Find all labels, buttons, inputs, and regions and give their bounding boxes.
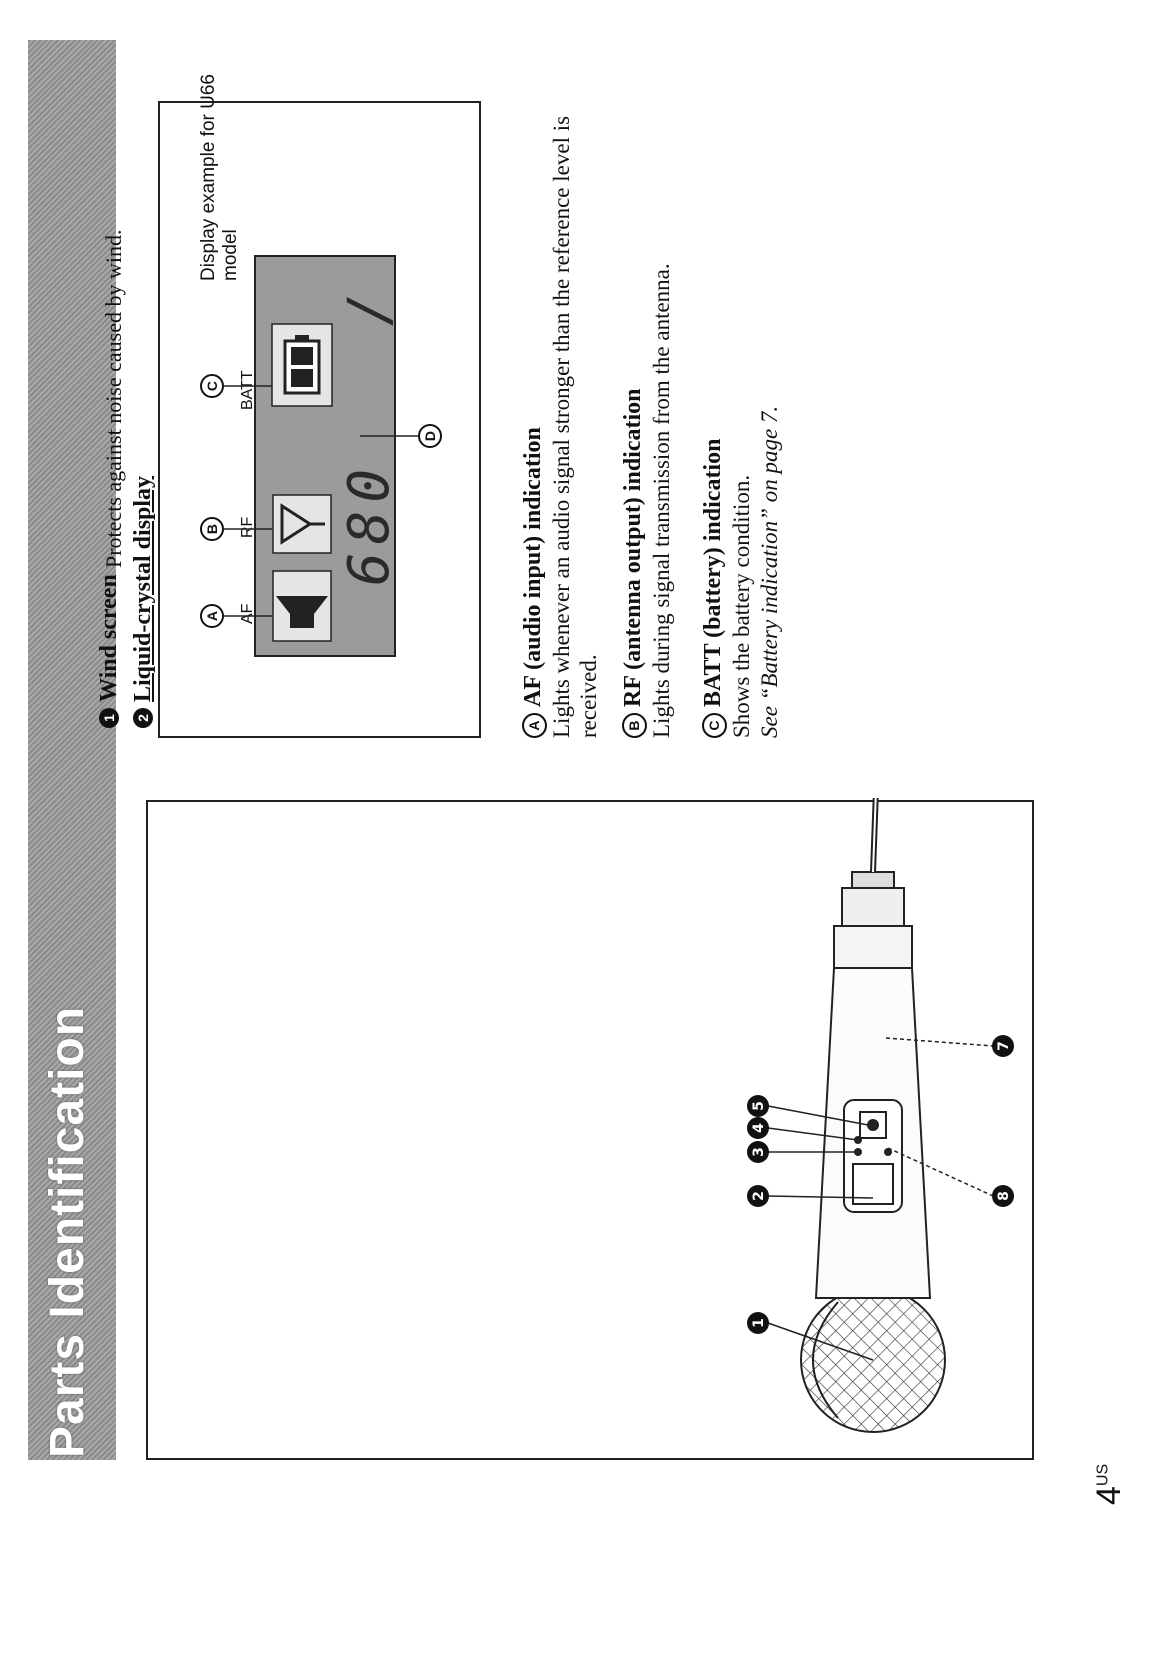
batt-label: BATT bbox=[239, 370, 256, 410]
af-indication-description: Lights whenever an audio signal stronger… bbox=[549, 115, 601, 738]
display-caption: Display example for U66 model bbox=[198, 74, 241, 281]
callout-5: 5 bbox=[751, 1101, 767, 1111]
lcd-readout: 680 bbox=[337, 461, 402, 586]
battery-page-reference: See “Battery indication” on page 7. bbox=[757, 405, 782, 738]
microphone-figure: 1 2 3 4 5 6 8 7 bbox=[146, 798, 1034, 1460]
speaker-icon bbox=[272, 570, 332, 642]
page-title: Parts Identification bbox=[41, 1005, 94, 1458]
batt-indication-heading: CBATT (battery) indication bbox=[700, 439, 727, 738]
rf-indication-description: Lights during signal transmission from t… bbox=[649, 263, 674, 738]
lcd-display-box: 680 / AF RF BATT A B C D bbox=[158, 101, 481, 738]
item-lcd-heading: 2Liquid-crystal display bbox=[130, 476, 157, 728]
callout-3: 3 bbox=[751, 1147, 767, 1157]
microphone-illustration: 1 2 3 4 5 6 8 7 bbox=[747, 798, 1014, 1433]
marker-a: A bbox=[204, 611, 220, 621]
marker-d: D bbox=[422, 431, 438, 441]
rf-label: RF bbox=[239, 516, 256, 538]
number-badge: 2 bbox=[133, 708, 153, 728]
callout-7: 7 bbox=[996, 1041, 1012, 1051]
callout-1: 1 bbox=[751, 1318, 767, 1328]
lcd-illustration: 680 / AF RF BATT A B C D bbox=[200, 255, 442, 657]
page-number: 4US bbox=[1090, 1463, 1128, 1505]
letter-badge: A bbox=[522, 713, 547, 738]
callout-8: 8 bbox=[996, 1191, 1012, 1201]
item-wind-screen-heading: 1Wind screen bbox=[96, 574, 123, 728]
battery-icon bbox=[271, 323, 333, 407]
af-label: AF bbox=[239, 603, 256, 624]
marker-b: B bbox=[204, 524, 220, 534]
antenna-icon bbox=[272, 494, 332, 554]
letter-badge: B bbox=[622, 713, 647, 738]
number-badge: 1 bbox=[99, 708, 119, 728]
wind-screen-description: Protects against noise caused by wind. bbox=[101, 229, 126, 569]
letter-badge: C bbox=[702, 713, 727, 738]
af-indication-heading: AAF (audio input) indication bbox=[520, 427, 547, 738]
svg-text:/: / bbox=[337, 292, 402, 326]
callout-4: 4 bbox=[751, 1123, 767, 1133]
marker-c: C bbox=[204, 381, 220, 391]
rf-indication-heading: BRF (antenna output) indication bbox=[620, 389, 647, 738]
batt-indication-description: Shows the battery condition. bbox=[729, 474, 754, 738]
callout-2: 2 bbox=[751, 1191, 767, 1201]
